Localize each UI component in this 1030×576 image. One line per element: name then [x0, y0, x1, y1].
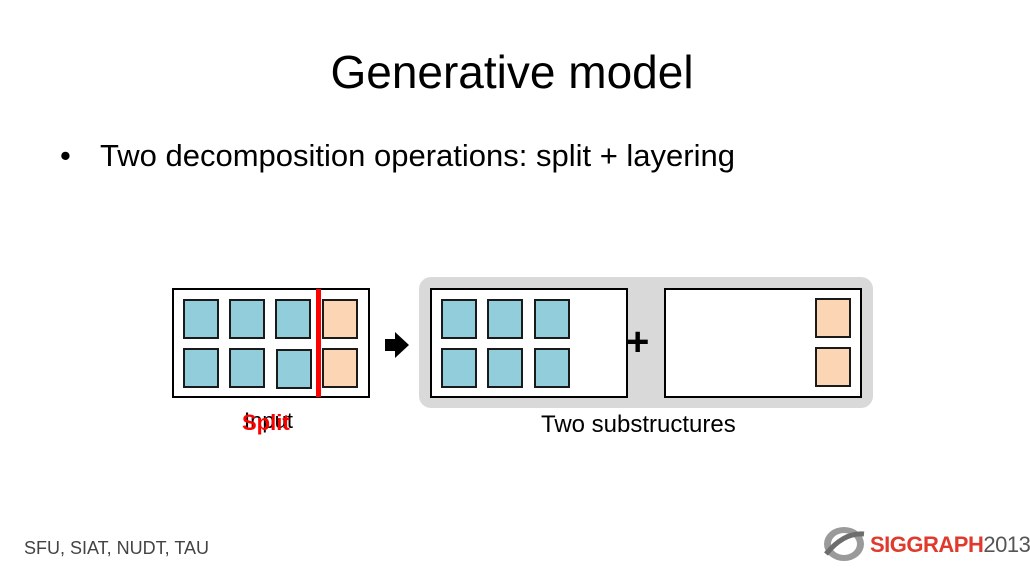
siggraph-swirl-icon: [824, 527, 865, 561]
blue-cell: [487, 299, 523, 339]
logo-brand: SIGGRAPH: [870, 532, 984, 557]
blue-cell: [183, 299, 219, 339]
blue-cell: [183, 348, 219, 388]
right-arrow-icon: [385, 332, 409, 358]
bullet-item: • Two decomposition operations: split + l…: [60, 132, 735, 180]
blue-cell: [229, 299, 265, 339]
affiliations-footer: SFU, SIAT, NUDT, TAU: [24, 538, 210, 558]
blue-cell: [441, 299, 477, 339]
blue-cell: [534, 299, 570, 339]
slide-title: Generative model: [330, 46, 694, 98]
blue-cell: [229, 348, 265, 388]
split-line: [316, 289, 321, 397]
siggraph-logo: SIGGRAPH2013: [822, 524, 1030, 564]
peach-cell: [815, 347, 851, 387]
bullet-text: Two decomposition operations: split + la…: [100, 138, 735, 173]
logo-text: SIGGRAPH2013: [870, 532, 1030, 558]
split-label-overlay: Split: [242, 410, 290, 435]
plus-operator: +: [626, 320, 650, 364]
blue-cell: [487, 348, 523, 388]
blue-cell: [275, 299, 311, 339]
blue-cell: [534, 348, 570, 388]
peach-cell: [815, 298, 851, 338]
blue-cell: [441, 348, 477, 388]
split-label: Input Split: [242, 407, 293, 435]
peach-cell: [322, 348, 358, 388]
input-label: Input: [244, 408, 293, 433]
substructures-label: Two substructures: [541, 411, 736, 438]
peach-cell: [322, 299, 358, 339]
logo-year: 2013: [983, 532, 1030, 557]
blue-cell: [276, 349, 312, 389]
bullet-marker: •: [60, 138, 71, 173]
